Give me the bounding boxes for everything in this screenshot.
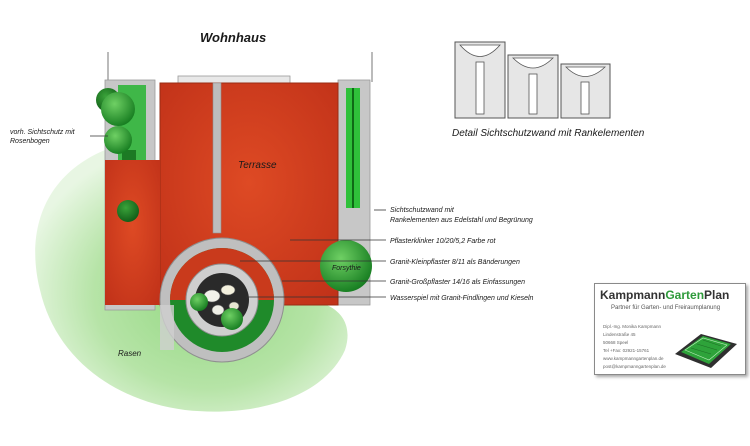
tree-existing-2 <box>104 126 132 154</box>
shrub-circle <box>190 293 208 311</box>
paving-band <box>212 82 222 234</box>
boulder-2 <box>220 284 236 296</box>
house-label: Wohnhaus <box>200 30 266 45</box>
forsythia-label: Forsythie <box>332 265 361 272</box>
detail-arc-1 <box>459 44 501 57</box>
left-terrace-area <box>105 160 160 305</box>
detail-slot-1 <box>475 61 485 115</box>
card-name: Dipl.-Ing. Monika Kampmann <box>603 324 662 329</box>
terrace-label: Terrasse <box>238 160 277 171</box>
forsythia-shrub <box>320 240 372 292</box>
clinker-label: Pflasterklinker 10/20/5,2 Farbe rot <box>390 238 496 245</box>
privacy-existing-label-2: Rosenbogen <box>10 138 50 145</box>
leader-lines <box>90 135 386 298</box>
detail-label: Detail Sichtschutzwand mit Rankelementen <box>452 128 645 139</box>
tree-existing-3 <box>117 200 139 222</box>
card-tagline: Partner für Garten- und Freiraumplanung <box>611 305 721 311</box>
card-artwork <box>675 334 737 368</box>
lawn-label: Rasen <box>118 349 142 358</box>
tree-existing-1 <box>101 92 135 126</box>
large-paving-label: Granit-Großpflaster 14/16 als Einfassung… <box>390 279 525 286</box>
card-phone: Tel +Fax: 02921-15761 <box>603 348 650 353</box>
card-web: www.kampmanngartenplan.de <box>603 356 664 361</box>
detail-arc-3 <box>565 66 607 77</box>
detail-slot-2 <box>528 73 538 115</box>
wall-label-2: Rankelementen aus Edelstahl und Begrünun… <box>390 217 533 224</box>
lower-paving <box>160 305 174 350</box>
privacy-existing-label-1: vorh. Sichtschutz mit <box>10 129 76 136</box>
boulder-3 <box>211 304 225 316</box>
water-label: Wasserspiel mit Granit-Findlingen und Ki… <box>390 295 534 302</box>
lawn-area <box>35 150 348 412</box>
small-paving-label: Granit-Kleinpflaster 8/11 als Bänderunge… <box>390 259 520 266</box>
card-brand: KampmannGartenPlan <box>600 288 730 302</box>
detail-slot-3 <box>580 81 590 115</box>
business-card: KampmannGartenPlan Partner für Garten- u… <box>594 283 746 375</box>
wall-label-1: Sichtschutzwand mit <box>390 207 455 214</box>
card-mail: post@kampmanngartenplan.de <box>603 364 666 369</box>
shrub-circle-2 <box>221 308 243 330</box>
detail-arc-2 <box>512 57 554 69</box>
card-street: Lindenstraße 45 <box>603 332 636 337</box>
card-city: 50668 Speel <box>603 340 629 345</box>
